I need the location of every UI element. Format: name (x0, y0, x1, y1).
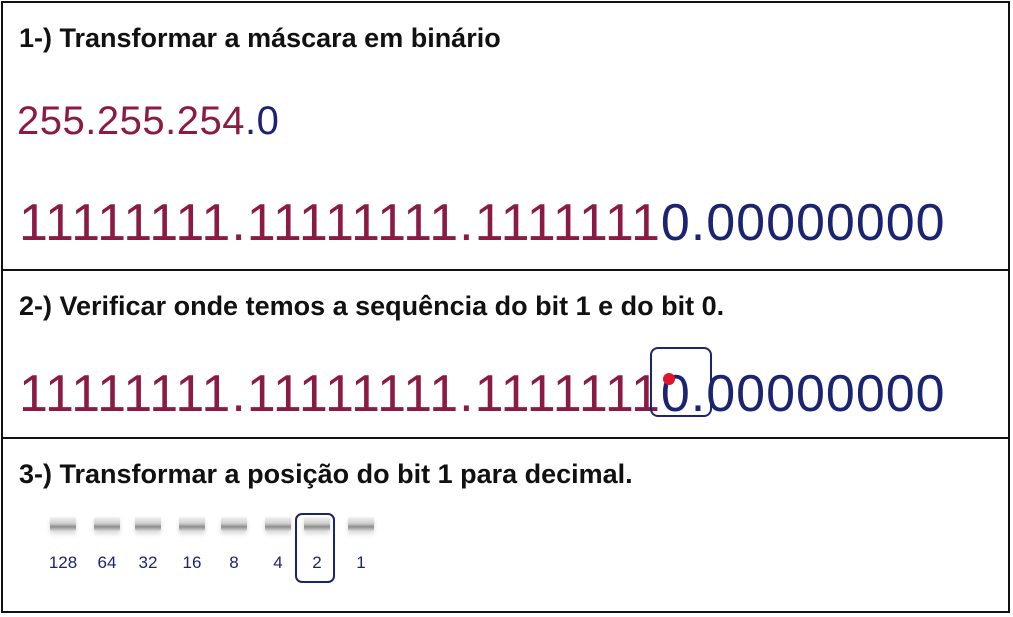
bit-switch-icon (50, 517, 76, 531)
highlighted-bit-box (295, 513, 335, 583)
mask-decimal: 255.255.254.0 (17, 99, 279, 144)
step-3-section: 3-) Transformar a posição do bit 1 para … (3, 439, 1008, 613)
bit-switch-icon (94, 517, 120, 531)
bit-value-label: 4 (273, 553, 283, 572)
bit-switch-icon (221, 517, 247, 531)
mask-decimal-octets: 255.255.254 (17, 99, 245, 143)
bit-cell: 16 (172, 509, 212, 579)
step-2-section: 2-) Verificar onde temos a sequência do … (3, 269, 1008, 439)
bit-value-label: 32 (138, 553, 158, 572)
step-3-heading: 3-) Transformar a posição do bit 1 para … (19, 459, 633, 489)
boundary-binary-zeros: .00000000 (690, 365, 946, 423)
bit-value-label: 1 (356, 553, 366, 572)
bit-boundary-highlight (650, 347, 712, 417)
bit-value-label: 2 (312, 553, 322, 572)
bit-value-label: 64 (97, 553, 117, 572)
step-2-heading: 2-) Verificar onde temos a sequência do … (19, 291, 725, 321)
laser-pointer-icon (663, 373, 675, 385)
boundary-binary-ones: 11111111.11111111.111111 (19, 365, 631, 423)
mask-binary-ones: 11111111.11111111.1111111 (19, 194, 661, 252)
bit-switch-icon (179, 517, 205, 531)
bit-value-label: 16 (182, 553, 202, 572)
bit-cell: 8 (214, 509, 254, 579)
step-1-heading: 1-) Transformar a máscara em binário (19, 23, 501, 53)
mask-binary: 11111111.11111111.11111110.00000000 (19, 193, 946, 253)
step-1-section: 1-) Transformar a máscara em binário 255… (3, 3, 1008, 271)
bit-cell: 128 (43, 509, 83, 579)
bit-cell: 2 (297, 509, 337, 579)
bit-cell: 1 (341, 509, 381, 579)
bit-switch-icon (304, 517, 330, 531)
bit-value-label: 128 (48, 553, 78, 572)
mask-binary-boundary: 11111111.11111111.11111110.00000000 (19, 364, 946, 424)
bit-value-label: 8 (229, 553, 239, 572)
bit-cell: 4 (258, 509, 298, 579)
mask-binary-zeros: 0.00000000 (660, 194, 946, 252)
bit-cell: 64 (87, 509, 127, 579)
bit-value-row: 128 64 32 16 8 4 (3, 509, 403, 589)
bit-cell: 32 (128, 509, 168, 579)
bit-switch-icon (135, 517, 161, 531)
bit-switch-icon (348, 517, 374, 531)
bit-switch-icon (265, 517, 291, 531)
mask-decimal-last-octet: .0 (244, 99, 280, 143)
